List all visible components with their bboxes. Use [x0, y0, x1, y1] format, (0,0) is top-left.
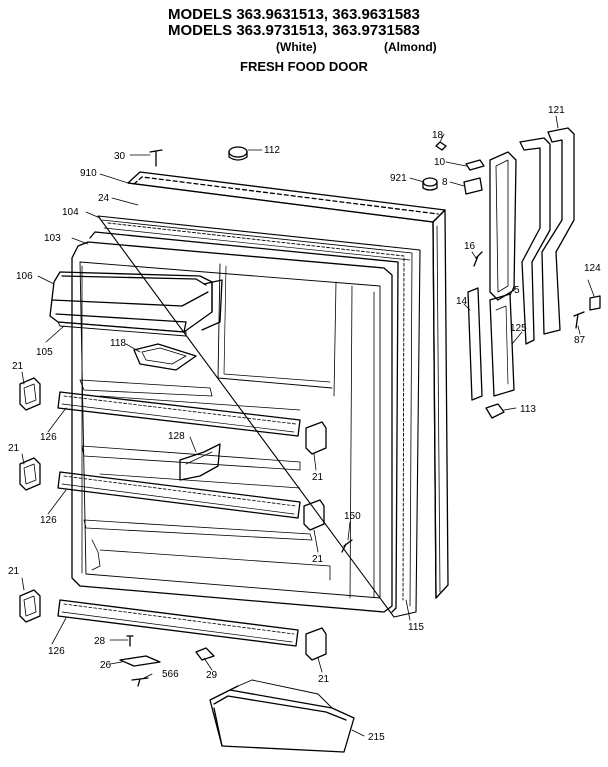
- screw-16: [473, 251, 483, 267]
- plate-26: [119, 655, 161, 667]
- callout-128: 128: [168, 431, 185, 442]
- shelf-bar-middle: [57, 471, 301, 519]
- end-cap-right-3: [305, 627, 327, 661]
- door-gasket: [97, 215, 421, 618]
- callout-125: 125: [510, 323, 527, 334]
- end-cap-right-1: [305, 421, 327, 455]
- color-white-label: (White): [276, 40, 317, 54]
- callout-16: 16: [464, 241, 476, 252]
- callout-566: 566: [162, 669, 179, 680]
- callout-112: 112: [264, 145, 280, 156]
- callout-118: 118: [110, 338, 126, 349]
- callout-28: 28: [94, 636, 106, 647]
- callout-18: 18: [432, 130, 444, 141]
- outer-door-panel: [127, 171, 449, 599]
- callout-105: 105: [36, 347, 53, 358]
- shelf-bar-upper: [57, 391, 301, 437]
- callout-124: 124: [584, 263, 601, 274]
- callout-126-lower: 126: [48, 646, 65, 657]
- callout-24: 24: [98, 193, 110, 204]
- screw-566: [131, 677, 149, 687]
- callout-104: 104: [62, 207, 79, 218]
- dairy-compartment: [49, 271, 223, 337]
- shelf-bar-lower: [57, 599, 299, 647]
- dairy-tray: [133, 343, 197, 371]
- callout-21-left-1: 21: [12, 361, 24, 372]
- end-cap-left-1: [19, 377, 41, 411]
- callout-215: 215: [368, 732, 385, 743]
- callout-21-right-3: 21: [318, 674, 330, 685]
- hinge-bracket-5: [489, 151, 517, 301]
- hinge-121: [519, 127, 575, 345]
- callout-21-right-2: 21: [312, 554, 324, 565]
- door-liner: [71, 231, 399, 613]
- hinge-pin-28: [126, 635, 134, 647]
- end-cap-left-3: [19, 589, 41, 623]
- part-150: [341, 539, 353, 553]
- callout-106: 106: [16, 271, 33, 282]
- end-cap-right-2: [303, 499, 325, 531]
- callout-labels: 30 112 910 24 104 103 106 105 118 21 126…: [8, 105, 601, 743]
- end-cap-left-2: [19, 457, 41, 491]
- callout-87: 87: [574, 335, 586, 346]
- callout-121: 121: [548, 105, 565, 116]
- leader-lines: [21, 115, 595, 737]
- callout-126-upper: 126: [40, 432, 57, 443]
- callout-10: 10: [434, 157, 446, 168]
- egg-bracket: [179, 443, 221, 481]
- callout-910: 910: [80, 168, 97, 179]
- callout-103: 103: [44, 233, 61, 244]
- screw-87: [573, 311, 585, 329]
- bushing-921: [422, 177, 438, 191]
- callout-21-right-1: 21: [312, 472, 324, 483]
- cap-29: [195, 647, 215, 661]
- callout-5: 5: [514, 285, 520, 296]
- part-8: [463, 177, 483, 195]
- cap-113: [485, 403, 505, 419]
- callout-8: 8: [442, 177, 448, 188]
- callout-30: 30: [114, 151, 126, 162]
- part-14: [467, 287, 483, 401]
- part-10: [465, 159, 485, 171]
- screw-30: [149, 149, 163, 167]
- callout-29: 29: [206, 670, 218, 681]
- callout-126-middle: 126: [40, 515, 57, 526]
- model-line-2: MODELS 363.9731513, 363.9731583: [168, 22, 420, 39]
- plug-112: [228, 146, 248, 161]
- door-bin-215: [209, 679, 355, 753]
- model-line-1: MODELS 363.9631513, 363.9631583: [168, 6, 420, 23]
- callout-113: 113: [520, 404, 536, 415]
- color-almond-label: (Almond): [384, 40, 437, 54]
- callout-150: 150: [344, 511, 361, 522]
- callout-21-left-2: 21: [8, 443, 20, 454]
- callout-26: 26: [100, 660, 112, 671]
- part-18: [435, 141, 447, 151]
- cap-124: [589, 295, 601, 311]
- callout-115: 115: [408, 622, 424, 633]
- callout-21-left-3: 21: [8, 566, 20, 577]
- callout-921: 921: [390, 173, 407, 184]
- part-125: [489, 293, 515, 397]
- callout-14: 14: [456, 296, 468, 307]
- diagram-title: FRESH FOOD DOOR: [240, 59, 368, 74]
